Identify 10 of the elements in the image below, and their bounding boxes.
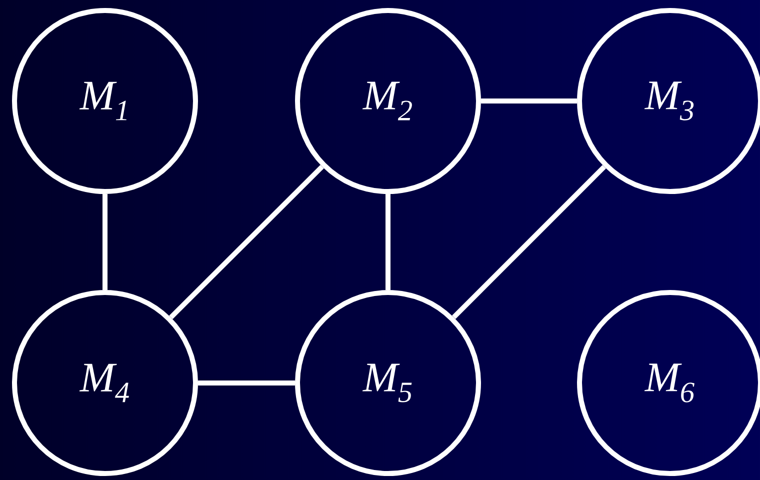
circle-node: M$_{1}$ [12, 8, 198, 194]
circle-node: M$_{2}$ [295, 8, 481, 194]
connector-line [102, 194, 108, 290]
connector-line [198, 380, 295, 386]
circle-node: M$_{5}$ [295, 290, 481, 476]
connector-line [452, 165, 606, 320]
circle-node: M$_{4}$ [12, 290, 198, 476]
connector-line [169, 164, 324, 320]
connector-line [386, 194, 390, 290]
connector-line [481, 98, 577, 104]
